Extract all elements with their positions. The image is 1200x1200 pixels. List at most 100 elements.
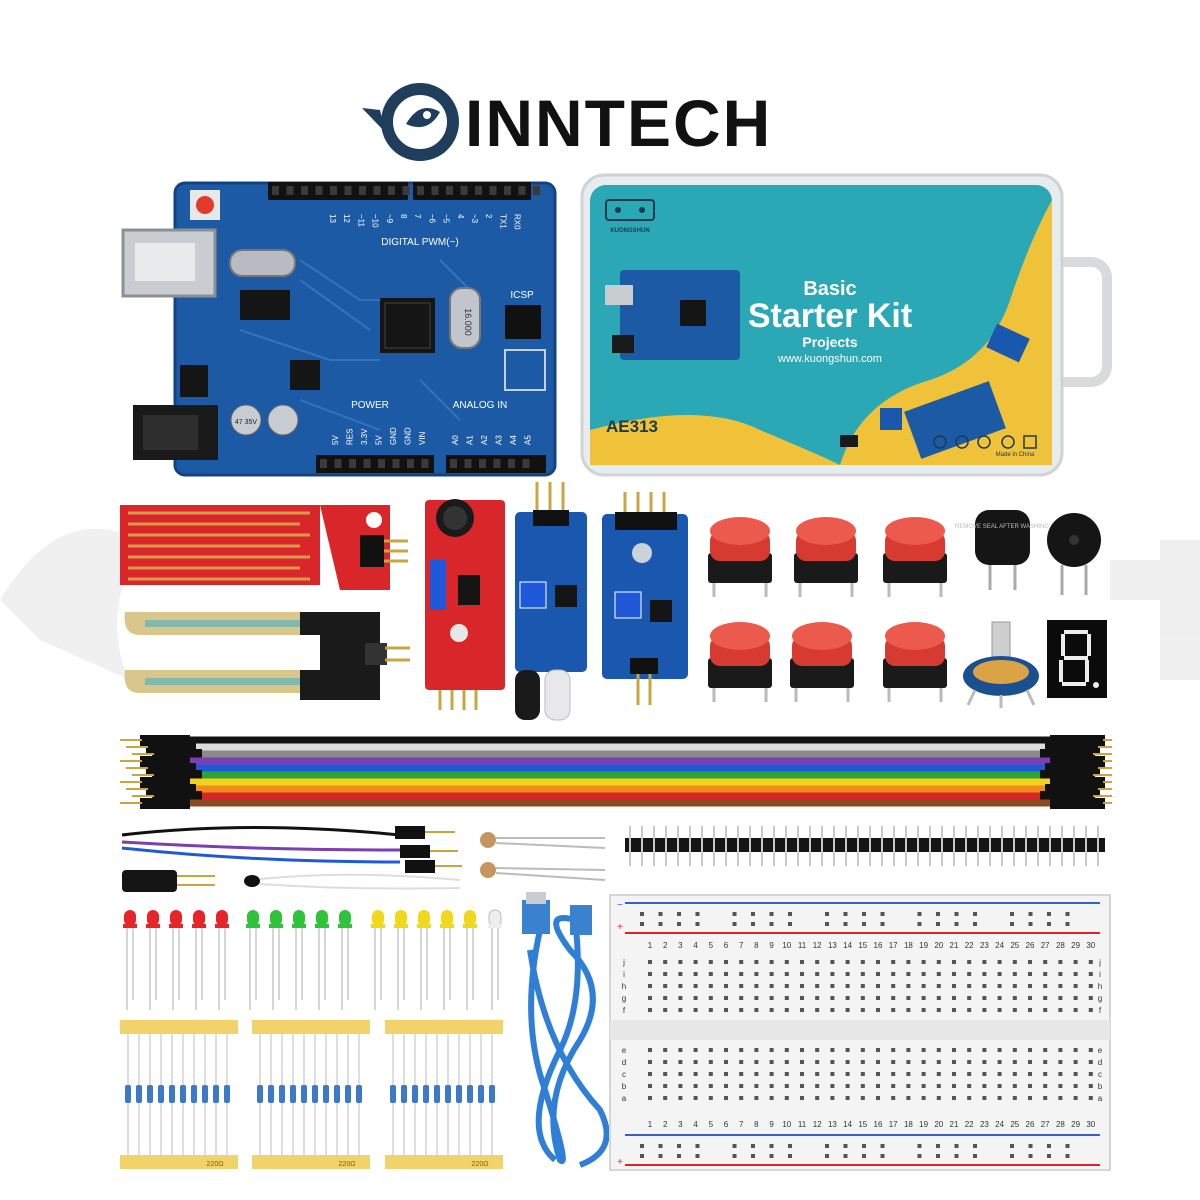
- column-number: 28: [1056, 1120, 1065, 1129]
- column-number: 12: [813, 1120, 822, 1129]
- column-number: 22: [965, 941, 974, 950]
- rail-plus-label: +: [617, 922, 623, 933]
- ir-obstacle-sensor: [515, 482, 587, 721]
- usb-b-connector: [570, 905, 592, 935]
- column-number: 12: [813, 941, 822, 950]
- digital-pin-label: ~5: [442, 214, 451, 224]
- column-number: 18: [904, 941, 913, 950]
- led: [246, 910, 260, 1010]
- row-letter: c: [1098, 1070, 1102, 1079]
- header-holes: [272, 186, 540, 468]
- column-number: 27: [1041, 941, 1050, 950]
- jumper-wire: [126, 763, 1112, 774]
- column-number: 14: [843, 1120, 852, 1129]
- column-number: 4: [693, 941, 698, 950]
- column-number: 6: [724, 941, 729, 950]
- jumper-wire: [132, 791, 1112, 802]
- box-url: www.kuongshun.com: [777, 353, 882, 365]
- column-number: 19: [919, 941, 928, 950]
- row-letter: e: [622, 1046, 627, 1055]
- row-letter: c: [622, 1070, 626, 1079]
- column-number: 29: [1071, 941, 1080, 950]
- soil-moisture-sensor: [124, 612, 410, 700]
- led: [123, 910, 137, 1010]
- arduino-uno-board: 16.000 47 35V ICSP DIGITAL PWM(~) POWER …: [121, 181, 557, 477]
- column-number: 9: [769, 1120, 774, 1129]
- column-number: 19: [919, 1120, 928, 1129]
- tactile-push-button: [883, 517, 947, 597]
- photoresistors: [480, 832, 606, 881]
- column-number: 17: [889, 941, 898, 950]
- box-brand: KUONGSHUN: [610, 228, 649, 234]
- digital-pin-label: ~6: [427, 214, 436, 224]
- thermistor: [244, 873, 461, 890]
- column-number: 10: [782, 941, 791, 950]
- photosensitive-module: [602, 492, 688, 705]
- row-letter: j: [1098, 958, 1101, 967]
- digital-pwm-label: DIGITAL PWM(~): [381, 237, 459, 248]
- resistor-pack: 220Ω: [120, 1020, 238, 1169]
- led: [315, 910, 329, 1010]
- active-buzzer: [1047, 513, 1101, 595]
- digital-pin-label: ~3: [470, 214, 479, 224]
- row-letter: b: [1098, 1082, 1103, 1091]
- row-letter: i: [623, 970, 625, 979]
- column-number: 10: [782, 1120, 791, 1129]
- tactile-push-button: [708, 622, 772, 702]
- led: [394, 910, 408, 1010]
- column-number: 13: [828, 941, 837, 950]
- digital-pin-label: ~10: [371, 214, 380, 228]
- digital-pin-label: 8: [399, 214, 408, 219]
- row-letter: i: [1099, 970, 1101, 979]
- jumper-wire: [126, 784, 1112, 795]
- sound-sensor-module: [425, 499, 505, 710]
- box-model: AE313: [606, 417, 658, 436]
- led: [292, 910, 306, 1010]
- breadboard-holes: [640, 912, 1093, 1158]
- digital-pin-label: ~9: [385, 214, 394, 224]
- column-number: 4: [693, 1120, 698, 1129]
- jumper-wire: [132, 770, 1112, 781]
- usb-a-connector: [522, 900, 550, 934]
- tactile-push-button: [790, 622, 854, 702]
- column-number: 16: [874, 1120, 883, 1129]
- jumper-wire: [132, 749, 1112, 760]
- led: [338, 910, 352, 1010]
- breadboard: + − + 1122334455667788991010111112121313…: [609, 894, 1111, 1171]
- led: [417, 910, 431, 1010]
- row-letter: g: [1098, 994, 1102, 1003]
- column-number: 8: [754, 1120, 759, 1129]
- column-number: 26: [1026, 1120, 1035, 1129]
- icsp-header: [505, 305, 541, 339]
- column-number: 25: [1010, 941, 1019, 950]
- column-number: 7: [739, 941, 744, 950]
- box-title-small: Basic: [803, 278, 856, 300]
- digital-pin-label: ~11: [356, 214, 365, 228]
- digital-pin-label: 13: [328, 214, 337, 223]
- column-number: 20: [934, 1120, 943, 1129]
- column-number: 28: [1056, 941, 1065, 950]
- seven-segment-display: [1047, 620, 1107, 698]
- column-number: 17: [889, 1120, 898, 1129]
- row-letter: h: [1098, 982, 1102, 991]
- tilt-switch: [122, 870, 215, 892]
- column-number: 11: [798, 1120, 807, 1129]
- rail-minus-label: −: [617, 900, 623, 911]
- column-number: 15: [858, 941, 867, 950]
- jumper-wire: [120, 798, 1112, 809]
- capacitor-label: 47 35V: [235, 419, 258, 426]
- resistor-pack: 220Ω: [385, 1020, 503, 1169]
- crystal-label: 16.000: [463, 308, 473, 336]
- analog-pin-label: A1: [466, 435, 475, 445]
- led: [169, 910, 183, 1010]
- digital-pin-label: 4: [456, 214, 465, 219]
- column-number: 21: [950, 941, 959, 950]
- box-brand-mark-icon: [605, 199, 655, 221]
- led: [371, 910, 385, 1010]
- column-number: 5: [709, 1120, 714, 1129]
- row-letter: f: [1099, 1006, 1102, 1015]
- row-letter: e: [1098, 1046, 1103, 1055]
